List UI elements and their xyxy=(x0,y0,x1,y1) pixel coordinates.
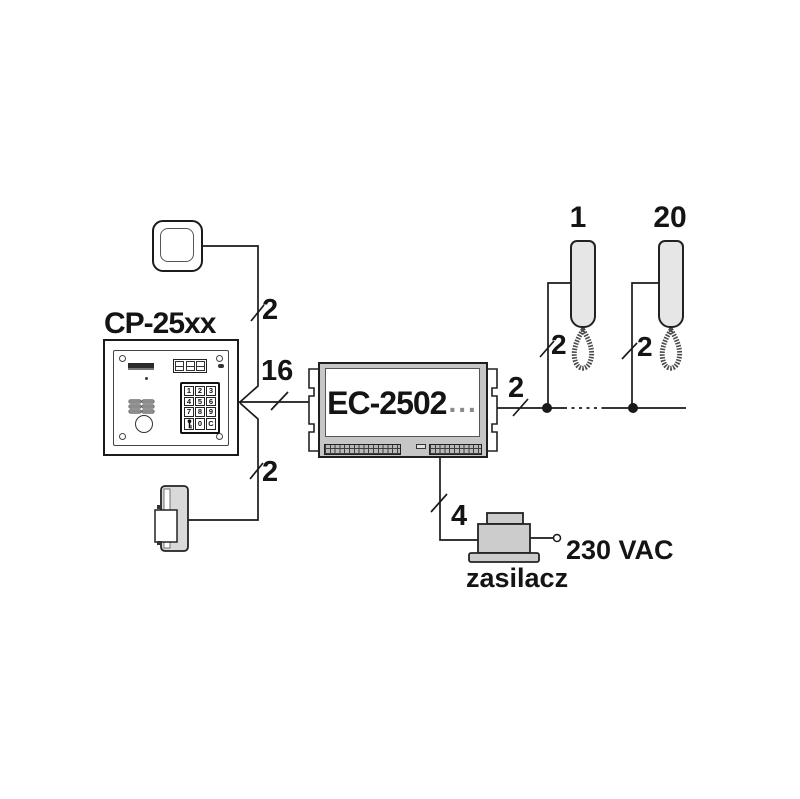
wire-handset-1 xyxy=(547,282,570,408)
slash-strike xyxy=(249,462,264,480)
slash-power xyxy=(430,493,448,513)
digit-display xyxy=(173,359,207,373)
key-9: 9 xyxy=(206,407,216,417)
wire-count-strike: 2 xyxy=(262,456,279,488)
junction-dot-2 xyxy=(628,403,638,413)
key-C: C xyxy=(206,418,216,430)
brand-logo xyxy=(128,363,154,370)
key-7: 7 xyxy=(184,407,194,417)
ec-left-bracket xyxy=(308,368,318,452)
terminal-block-right xyxy=(429,444,482,455)
wire-count-button: 2 xyxy=(262,294,279,326)
doorbell-button-cap xyxy=(160,228,194,262)
key-5: 5 xyxy=(195,396,205,407)
central-unit: EC-2502 ... xyxy=(318,362,488,458)
door-panel-faceplate: 1 2 3 4 5 6 7 8 9 0 C xyxy=(113,350,229,446)
door-strike xyxy=(154,485,189,552)
buzzer-hole xyxy=(218,364,224,368)
key-door-open xyxy=(184,418,194,430)
wire-count-handset-1: 2 xyxy=(551,329,567,360)
door-panel: 1 2 3 4 5 6 7 8 9 0 C xyxy=(103,339,239,456)
handset-1 xyxy=(570,240,596,328)
central-unit-label-suffix: ... xyxy=(448,386,478,418)
key-8: 8 xyxy=(195,407,205,417)
handset-20 xyxy=(658,240,684,328)
handset-1-number: 1 xyxy=(569,201,587,234)
key-4: 4 xyxy=(184,396,194,407)
jumper xyxy=(416,444,426,449)
key-2: 2 xyxy=(195,386,205,396)
central-unit-label-area: EC-2502 ... xyxy=(325,368,480,437)
display-digit xyxy=(175,361,184,371)
wire-handset-20 xyxy=(631,282,658,408)
junction-dot-1 xyxy=(542,403,552,413)
display-digit xyxy=(185,361,195,371)
key-0: 0 xyxy=(195,418,205,430)
door-key-icon xyxy=(187,419,192,429)
handset-1-cord xyxy=(571,325,595,371)
screw xyxy=(216,433,223,440)
terminal-block-left xyxy=(324,444,401,455)
slash-handset-20 xyxy=(621,342,638,360)
panel-title: CP-25xx xyxy=(104,307,216,340)
handset-20-number: 20 xyxy=(653,201,687,234)
wire-power xyxy=(439,458,478,541)
mains-voltage-label: 230 VAC xyxy=(566,535,674,565)
slash-handset-1 xyxy=(539,340,555,358)
power-supply-label: zasilacz xyxy=(466,563,569,593)
screw xyxy=(119,355,126,362)
slash-bus xyxy=(512,398,529,417)
screw xyxy=(216,355,223,362)
display-digit xyxy=(196,361,205,371)
ec-right-bracket xyxy=(488,368,498,452)
wire-count-bus: 2 xyxy=(508,372,525,404)
power-supply xyxy=(468,512,540,563)
wire-button xyxy=(203,245,259,403)
wire-count-power: 4 xyxy=(451,500,468,532)
screw xyxy=(119,433,126,440)
key-6: 6 xyxy=(206,396,216,407)
central-unit-label: EC-2502 xyxy=(327,384,447,421)
doorbell-button xyxy=(152,220,203,272)
handset-20-cord xyxy=(659,325,683,371)
key-1: 1 xyxy=(184,386,194,396)
mains-terminal-dot xyxy=(552,533,562,543)
speaker-grille xyxy=(129,400,156,413)
status-led xyxy=(145,377,148,380)
key-3: 3 xyxy=(206,386,216,396)
slash-button xyxy=(250,304,265,322)
wire-count-handset-20: 2 xyxy=(637,331,653,362)
call-button xyxy=(135,415,153,433)
slash-16 xyxy=(270,391,289,411)
keypad: 1 2 3 4 5 6 7 8 9 0 C xyxy=(180,382,220,434)
wire-count-panel-to-unit: 16 xyxy=(261,355,294,387)
